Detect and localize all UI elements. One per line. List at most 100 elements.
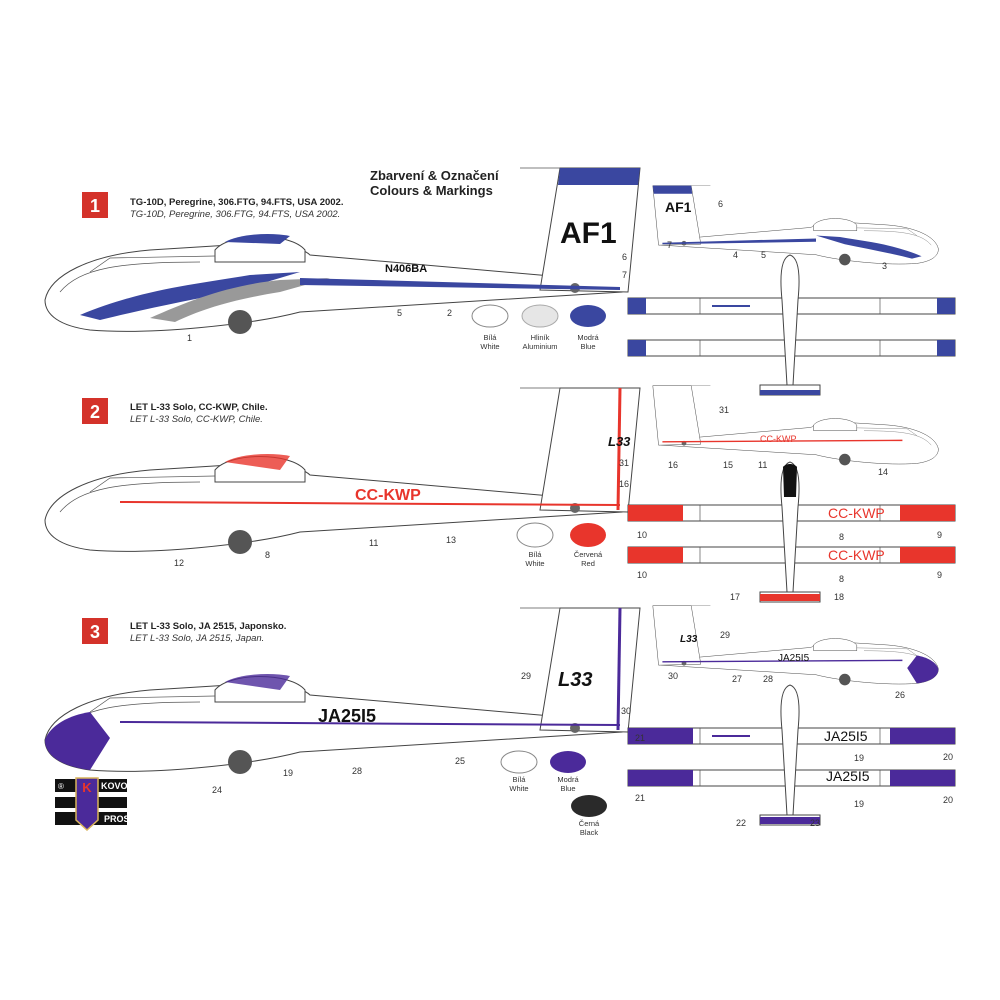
callout: 11 — [758, 460, 767, 470]
small-registration: JA25I5 — [778, 653, 810, 664]
scheme-3: 3 LET L-33 Solo, JA 2515, Japonsko. LET … — [44, 605, 956, 837]
callout: 15 — [723, 460, 733, 470]
callout: 26 — [895, 690, 905, 700]
callout: 8 — [265, 550, 270, 560]
heading-czech: Zbarvení & Označení — [370, 168, 499, 183]
small-fin-code: L33 — [680, 634, 698, 645]
scheme-1: 1 TG-10D, Peregrine, 306.FTG, 94.FTS, US… — [44, 167, 956, 396]
plan-view — [627, 684, 956, 826]
scheme-badge — [82, 192, 108, 218]
plan-view — [627, 461, 956, 603]
plan-view — [627, 254, 956, 396]
callout: 30 — [621, 706, 631, 716]
callout: 9 — [937, 570, 942, 580]
callout: 5 — [761, 250, 766, 260]
callout: 30 — [668, 671, 678, 681]
callout: 14 — [878, 467, 888, 477]
logo-mark: K — [82, 780, 92, 795]
swatch-label: Bílá — [484, 333, 498, 342]
callout: 19 — [854, 753, 864, 763]
scheme-title: TG-10D, Peregrine, 306.FTG, 94.FTS, USA … — [130, 197, 343, 208]
wing-registration: JA25I5 — [824, 728, 868, 744]
callout: 31 — [619, 458, 629, 468]
callout: 23 — [810, 818, 820, 828]
colour-swatches: Bílá White Červená Red — [516, 522, 606, 568]
scheme-title: LET L-33 Solo, CC-KWP, Chile. — [130, 402, 268, 413]
scheme-number: 3 — [90, 622, 100, 642]
callout: 31 — [719, 405, 729, 415]
swatch-label: Bílá — [513, 775, 527, 784]
fin-code-marking: AF1 — [560, 217, 617, 250]
small-side-view — [652, 185, 939, 266]
callout: 17 — [730, 592, 740, 602]
swatch-label: Červená — [574, 550, 603, 559]
callout: 27 — [732, 674, 742, 684]
callout: 3 — [882, 261, 887, 271]
small-registration: CC-KWP — [760, 434, 797, 444]
callout: 20 — [943, 795, 953, 805]
wing-registration: CC-KWP — [828, 547, 885, 563]
callout: 19 — [283, 768, 293, 778]
callout: 8 — [839, 532, 844, 542]
scheme-number: 1 — [90, 196, 100, 216]
callout: 7 — [667, 240, 672, 250]
swatch-label: Černá — [579, 819, 600, 828]
scheme-title: LET L-33 Solo, JA 2515, Japonsko. — [130, 621, 286, 632]
small-side-view — [652, 605, 939, 686]
swatch-label: Black — [580, 828, 599, 837]
callout: 29 — [720, 630, 730, 640]
wing-registration: JA25I5 — [826, 768, 870, 784]
callout: 2 — [447, 308, 452, 318]
swatch-label: Modrá — [557, 775, 579, 784]
callout: 16 — [619, 479, 629, 489]
callouts: 1 5 2 6 7 — [187, 252, 627, 343]
swatch-label: Modrá — [577, 333, 599, 342]
callout: 6 — [622, 252, 627, 262]
colour-swatches: Bílá White Modrá Blue Černá Black — [500, 750, 607, 837]
callout: 8 — [839, 574, 844, 584]
swatch-label: Blue — [580, 342, 595, 351]
scheme-2: 2 LET L-33 Solo, CC-KWP, Chile. LET L-33… — [44, 385, 956, 603]
callout: 9 — [937, 530, 942, 540]
callout: 7 — [622, 270, 627, 280]
callout: 4 — [733, 250, 738, 260]
callout: 21 — [635, 793, 645, 803]
callout: 24 — [212, 785, 222, 795]
callout: 29 — [521, 671, 531, 681]
logo-line-1: KOVOZÁVODY — [101, 781, 165, 791]
callout: 20 — [943, 752, 953, 762]
callout: 28 — [763, 674, 773, 684]
callout: 12 — [174, 558, 184, 568]
registration-marking: JA25I5 — [318, 706, 376, 726]
heading-english: Colours & Markings — [370, 183, 493, 198]
registered-mark: ® — [58, 782, 64, 791]
scheme-subtitle: LET L-33 Solo, JA 2515, Japan. — [130, 633, 264, 644]
wing-registration: CC-KWP — [828, 505, 885, 521]
scheme-subtitle: LET L-33 Solo, CC-KWP, Chile. — [130, 414, 263, 425]
kovozavody-logo: K ® KOVOZÁVODY PROSTĚJOV — [55, 777, 165, 832]
swatch-label: White — [509, 784, 528, 793]
callout: 18 — [834, 592, 844, 602]
logo-line-2: PROSTĚJOV — [104, 813, 159, 824]
callout: 6 — [718, 199, 723, 209]
swatch-label: Red — [581, 559, 595, 568]
callout: 10 — [637, 530, 647, 540]
callout: 21 — [635, 733, 645, 743]
fin-code-marking: L33 — [608, 434, 631, 449]
swatch-label: Bílá — [529, 550, 543, 559]
callout: 28 — [352, 766, 362, 776]
colour-swatches: Bílá White Hliník Aluminium Modrá Blue — [471, 304, 606, 351]
scheme-number: 2 — [90, 402, 100, 422]
small-fin-code: AF1 — [665, 199, 692, 215]
swatch-label: White — [480, 342, 499, 351]
swatch-label: Hliník — [531, 333, 550, 342]
callout: 22 — [736, 818, 746, 828]
callout: 16 — [668, 460, 678, 470]
registration-marking: CC-KWP — [355, 487, 421, 504]
callout: 13 — [446, 535, 456, 545]
swatch-label: White — [525, 559, 544, 568]
swatch-label: Aluminium — [522, 342, 557, 351]
small-side-view — [652, 385, 939, 466]
callout: 11 — [369, 538, 378, 548]
